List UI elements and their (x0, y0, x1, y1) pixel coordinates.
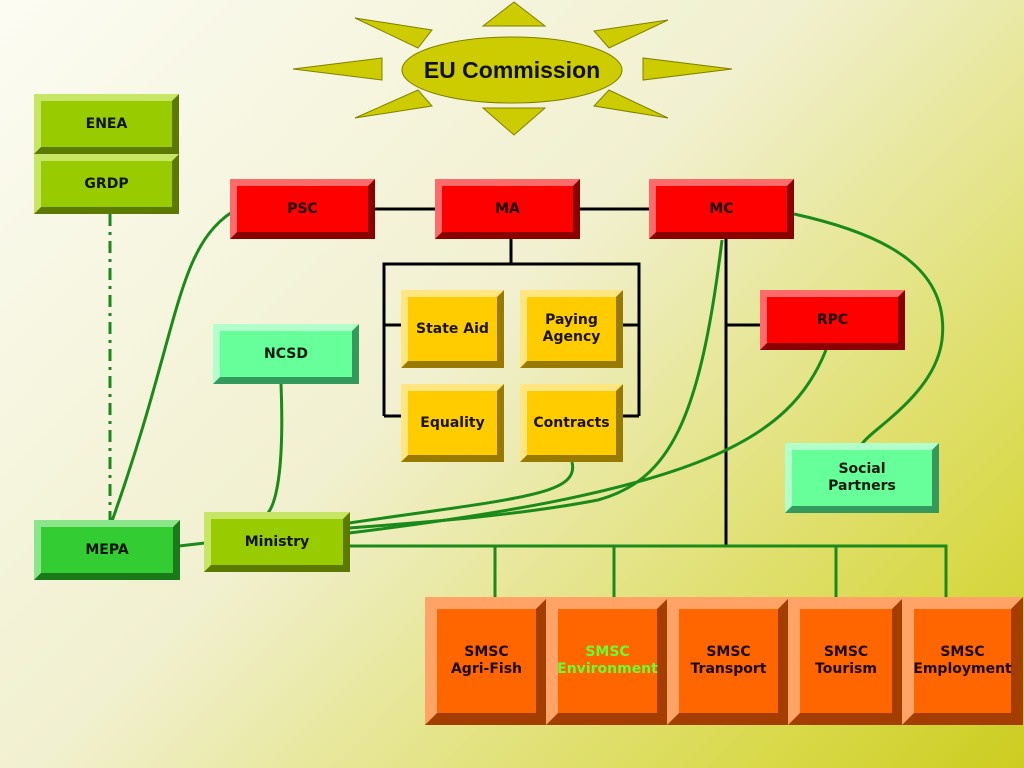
node-label: SMSC Tourism (815, 644, 877, 677)
node-mepa: MEPA (34, 520, 180, 580)
node-smsc-tourism: SMSC Tourism (788, 597, 904, 725)
node-ncsd: NCSD (213, 324, 359, 384)
mc-social-partners-curve (793, 212, 945, 445)
node-enea: ENEA (34, 94, 179, 154)
node-label: SMSC Environment (557, 644, 658, 677)
node-label: SMSC Agri-Fish (450, 644, 523, 677)
node-label: MA (495, 200, 520, 217)
eu-commission-title: EU Commission (423, 56, 601, 83)
node-label: Paying Agency (542, 312, 601, 345)
node-label: ENEA (85, 115, 128, 132)
rpc-ministry-curve (348, 349, 828, 535)
node-label: State Aid (416, 320, 489, 337)
node-label: Ministry (244, 533, 310, 550)
node-smsc-transport: SMSC Transport (667, 597, 790, 725)
black-connectors (375, 207, 760, 546)
node-label: MC (709, 200, 734, 217)
node-grdp: GRDP (34, 154, 179, 214)
node-label: MEPA (85, 541, 129, 558)
node-equality: Equality (401, 384, 504, 462)
node-paying-agency: Paying Agency (520, 290, 623, 368)
ma-bracket (382, 262, 641, 416)
mepa-ministry-link (178, 541, 206, 548)
node-label: Social Partners (828, 461, 896, 494)
sun-graphic (292, 1, 733, 136)
node-psc: PSC (230, 179, 375, 239)
node-contracts: Contracts (520, 384, 623, 462)
ministry-smsc-bus (349, 544, 948, 598)
node-state-aid: State Aid (401, 290, 504, 368)
node-label: SMSC Transport (690, 644, 767, 677)
contracts-ministry-curve (348, 461, 575, 525)
node-ma: MA (435, 179, 580, 239)
node-label: NCSD (264, 345, 308, 362)
node-label: RPC (816, 311, 849, 328)
sun-ray-top-left (354, 17, 433, 49)
node-smsc-agri-fish: SMSC Agri-Fish (425, 597, 548, 725)
ncsd-ministry-curve (266, 383, 284, 514)
node-label: Contracts (533, 414, 610, 431)
sun-ray-bottom (481, 107, 547, 136)
node-label: SMSC Employment (913, 644, 1012, 677)
node-social-partners: Social Partners (785, 443, 939, 513)
node-label: GRDP (84, 175, 129, 192)
sun-ray-top-right (593, 19, 669, 49)
node-smsc-employment: SMSC Employment (902, 597, 1023, 725)
sun-ray-top (481, 1, 547, 27)
sun-core (401, 36, 623, 104)
node-smsc-environment: SMSC Environment (546, 597, 669, 725)
node-label: PSC (287, 200, 318, 217)
sun-ray-right (642, 57, 733, 81)
sun-ray-bottom-left (354, 89, 433, 119)
sun-ray-left (292, 57, 383, 81)
node-ministry: Ministry (204, 512, 350, 572)
sun-ray-bottom-right (592, 89, 669, 119)
node-mc: MC (649, 179, 794, 239)
psc-mepa-curve (110, 210, 233, 522)
node-rpc: RPC (760, 290, 905, 350)
node-label: Equality (420, 414, 485, 431)
green-connectors (108, 210, 948, 598)
